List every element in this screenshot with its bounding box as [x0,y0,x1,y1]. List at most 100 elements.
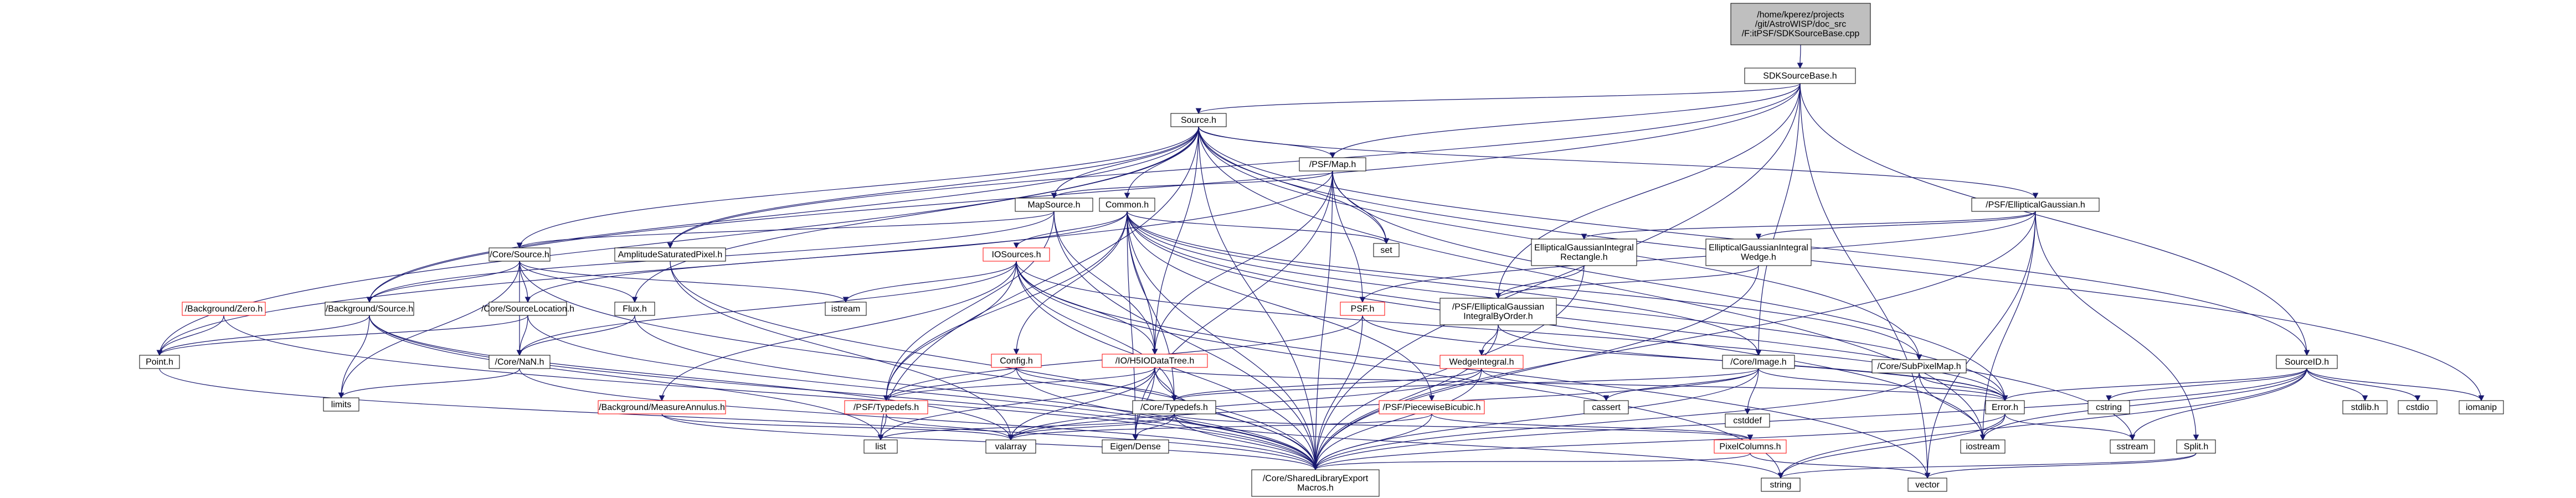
node-box-shared [1251,469,1380,497]
node-coreimage[interactable]: /Core/Image.h [1722,355,1795,369]
node-label-iomanip: iomanip [2466,403,2497,412]
node-label-root-line-2: /git/AstroWISP/doc_src [1755,20,1847,29]
edge-coretypedefs-to-pixcol [1174,413,1754,441]
node-pixcol[interactable]: PixelColumns.h [1714,439,1787,454]
edge-bgsource-to-point [156,315,370,356]
node-label-cstdio: cstdio [2406,403,2429,412]
node-bgzero[interactable]: /Background/Zero.h [182,302,266,316]
edge-root-to-sdk [1797,44,1803,69]
node-bgmeas[interactable]: /Background/MeasureAnnulus.h [598,400,726,414]
node-box-subpix [1871,359,1967,374]
node-label-wedge: WedgeIntegral.h [1449,357,1514,367]
node-box-limits [323,397,359,412]
node-list[interactable]: list [863,439,898,454]
node-box-istream [825,302,867,316]
node-iomanip[interactable]: iomanip [2459,400,2504,414]
node-psfell[interactable]: /PSF/EllipticalGaussian.h [1971,198,2100,212]
edge-sourceid-to-cstring [2106,368,2307,402]
node-string[interactable]: string [1761,478,1801,492]
node-common[interactable]: Common.h [1099,198,1155,212]
node-psfmap[interactable]: /PSF/Map.h [1299,157,1366,172]
node-error[interactable]: Error.h [1985,400,2025,414]
node-iodata[interactable]: /IO/H5IODataTree.h [1102,354,1208,368]
edge-mapsource-to-coresource [516,211,1055,249]
node-eigen[interactable]: Eigen/Dense [1102,439,1169,454]
edge-subpix-to-error [1919,372,2008,402]
node-source[interactable]: Source.h [1170,113,1227,127]
edge-pixcol-to-shared [1312,453,1751,471]
edge-source-to-psfell [1198,126,2039,199]
node-label-psfmap: /PSF/Map.h [1309,160,1356,169]
node-box-bgmeas [598,400,726,414]
node-vector[interactable]: vector [1907,478,1947,492]
edge-bgzero-to-point [156,315,224,356]
node-box-stdlib [2342,400,2388,414]
node-sstream[interactable]: sstream [2110,439,2155,454]
node-label-set: set [1380,246,1392,255]
node-wedge[interactable]: WedgeIntegral.h [1439,355,1524,369]
edge-sourceid-to-string [1777,368,2307,479]
edge-piecewise-to-valarray [1007,413,1432,441]
node-asp[interactable]: AmplitudeSaturatedPixel.h [614,247,726,262]
node-psfh[interactable]: PSF.h [1340,302,1385,316]
edge-sdk-to-source [1195,83,1801,115]
node-nan[interactable]: /Core/NaN.h [489,355,551,369]
node-piecewise[interactable]: /PSF/PiecewiseBicubic.h [1379,400,1485,414]
node-box-mapsource [1015,198,1093,212]
node-stdlib[interactable]: stdlib.h [2342,400,2388,414]
node-label-limits: limits [331,400,351,409]
edge-source-to-iostream [1198,126,1986,441]
node-bgsource[interactable]: /Background/Source.h [325,302,414,316]
edge-sdk-to-asp [667,83,1801,249]
node-cstddef[interactable]: cstddef [1725,413,1770,428]
node-sourceloc[interactable]: /Core/SourceLocation.h [481,302,574,316]
node-point[interactable]: Point.h [139,355,180,369]
node-valarray[interactable]: valarray [985,439,1036,454]
node-coresource[interactable]: /Core/Source.h [489,247,551,262]
edge-source-to-list [877,126,1199,441]
node-cstring[interactable]: cstring [2087,400,2130,414]
edge-bgzero-to-shared [223,315,1319,471]
node-sourceid[interactable]: SourceID.h [2276,355,2338,369]
edge-egir-to-egibyorder [1495,265,1585,299]
node-cassert[interactable]: cassert [1583,400,1629,414]
node-label-sdk: SDKSourceBase.h [1763,71,1837,81]
node-sdk[interactable]: SDKSourceBase.h [1744,68,1856,84]
node-label-bgzero: /Background/Zero.h [185,304,263,314]
edge-wedge-to-coretypedefs [1171,368,1482,402]
node-iosources[interactable]: IOSources.h [983,247,1050,262]
node-set[interactable]: set [1373,243,1400,257]
node-mapsource[interactable]: MapSource.h [1015,198,1093,212]
node-subpix[interactable]: /Core/SubPixelMap.h [1871,359,1967,374]
edge-source-to-asp [667,126,1199,249]
node-limits[interactable]: limits [323,397,359,412]
node-label-egir-line-1: EllipticalGaussianIntegral [1534,243,1634,253]
node-psftypedefs[interactable]: /PSF/Typedefs.h [844,400,928,414]
edge-coresource-to-bgsource [366,261,520,303]
node-coretypedefs[interactable]: /Core/Typedefs.h [1132,400,1216,414]
node-box-error [1985,400,2025,414]
edge-sourceloc-to-nan [516,315,528,356]
edge-coreimage-to-error [1758,368,2008,402]
node-iostream[interactable]: iostream [1960,439,2006,454]
node-config[interactable]: Config.h [991,354,1042,368]
node-box-iostream [1960,439,2006,454]
node-split[interactable]: Split.h [2176,439,2216,454]
node-cstdio[interactable]: cstdio [2398,400,2438,414]
edge-error-to-iostream [1979,413,2006,441]
node-box-sourceid [2276,355,2338,369]
node-label-valarray: valarray [995,442,1027,452]
node-istream[interactable]: istream [825,302,867,316]
node-flux[interactable]: Flux.h [614,302,655,316]
edge-psfell-to-iostream [1979,211,2036,441]
node-label-istream: istream [831,304,860,314]
node-box-cstring [2087,400,2130,414]
node-root[interactable]: /home/kperez/projects/git/AstroWISP/doc_… [1730,3,1871,45]
edge-iosources-to-vector [1016,261,1931,479]
node-box-cassert [1583,400,1629,414]
edge-wedge-to-shared [1312,368,1482,471]
